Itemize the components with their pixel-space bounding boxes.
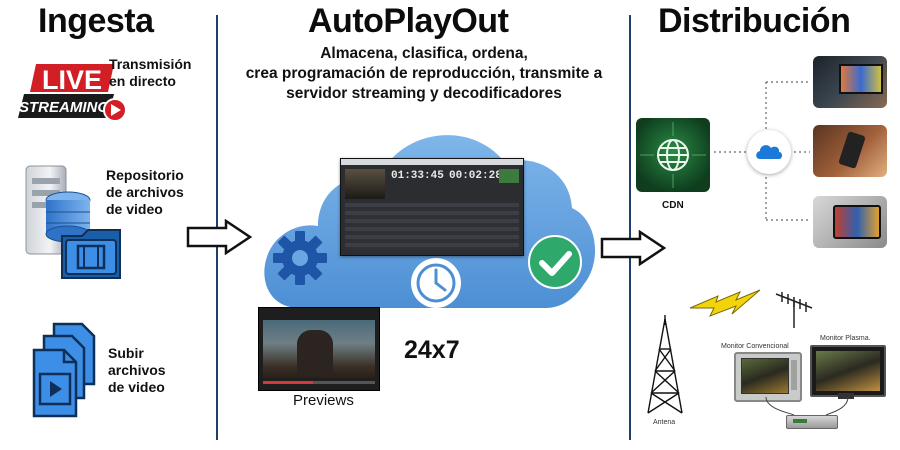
heading-autoplayout: AutoPlayOut — [308, 2, 509, 40]
device-tablet-image — [813, 196, 887, 248]
repository-group — [22, 160, 126, 280]
ingesta-label-upload: Subir archivos de video — [108, 345, 166, 395]
tv-antenna-icon — [775, 292, 813, 328]
globe-icon — [640, 122, 706, 188]
video-folder-icon — [61, 229, 121, 279]
playout-time-a: 01:33:45 — [391, 170, 444, 182]
monitor-conventional-label: Monitor Convencional — [721, 343, 789, 350]
live-text: LIVE — [42, 65, 102, 95]
playout-software-window: 01:33:45 00:02:28 — [340, 158, 524, 256]
decoder-icon — [786, 415, 838, 429]
streaming-text: STREAMING — [19, 99, 109, 116]
decoder-cables — [765, 396, 849, 416]
uptime-label: 24x7 — [404, 336, 460, 364]
arrow-right-icon — [186, 219, 253, 255]
lightning-icon — [689, 289, 761, 317]
antenna-icon — [647, 315, 683, 414]
gear-icon — [273, 231, 327, 285]
cloud-link-icon — [747, 130, 791, 174]
clock-icon — [411, 258, 461, 308]
ingesta-label-live: Transmisión en directo — [109, 56, 192, 89]
server-database-icon — [25, 165, 91, 255]
monitor-plasma-icon — [810, 345, 886, 397]
autoplayout-description: Almacena, clasifica, ordena, crea progra… — [245, 45, 603, 102]
heading-distribucion: Distribución — [658, 2, 851, 40]
check-icon — [528, 235, 582, 289]
preview-player — [258, 307, 380, 391]
live-streaming-icon: LIVE STREAMING — [18, 60, 130, 130]
monitor-plasma-label: Monitor Plasma. — [820, 335, 871, 342]
device-laptop-image — [813, 56, 887, 108]
previews-label: Previews — [293, 392, 354, 409]
cdn-label: CDN — [662, 200, 684, 211]
column-divider-right — [629, 15, 631, 440]
video-files-icon — [32, 322, 102, 418]
heading-ingesta: Ingesta — [38, 2, 154, 40]
antenna-label: Antena — [653, 419, 676, 426]
device-phone-image — [813, 125, 887, 177]
playout-time-b: 00:02:28 — [449, 170, 502, 182]
arrow-right-icon — [600, 230, 667, 266]
ingesta-label-repo: Repositorio de archivos de video — [106, 167, 184, 217]
cdn-tile — [636, 118, 710, 192]
monitor-plasma-stand — [838, 393, 854, 399]
monitor-conventional-icon — [734, 352, 802, 402]
